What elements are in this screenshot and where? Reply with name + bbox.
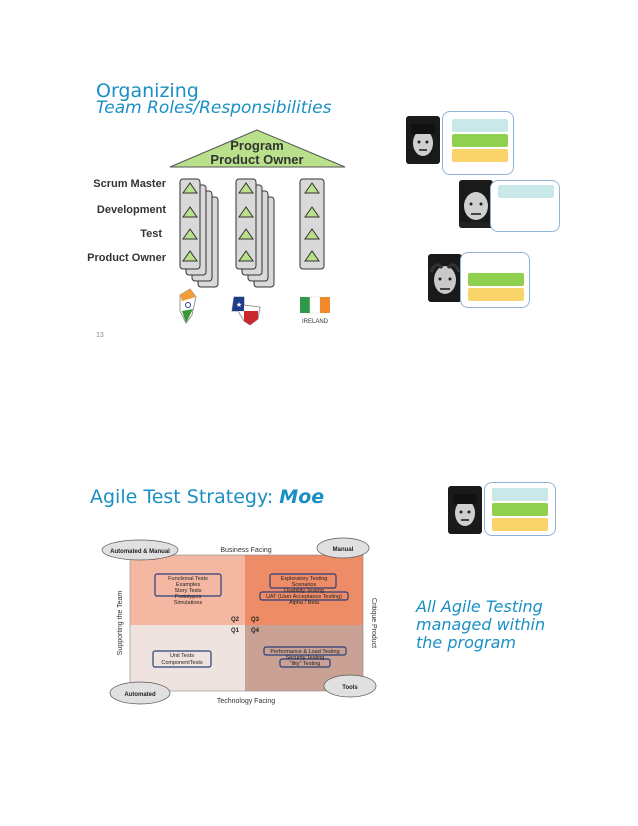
q1-label: Q1 [231, 628, 240, 634]
bar-test [468, 288, 524, 301]
quadrant-q3 [245, 555, 363, 625]
texas-map-icon: ★ [231, 296, 261, 325]
cloud-tr-label: Manual [333, 547, 354, 553]
slide2-note: All Agile Testing managed within the pro… [416, 597, 546, 652]
q3-item: Scenarios [292, 582, 317, 588]
avatar-moe-icon [406, 116, 440, 164]
cloud-top-right: Manual [316, 537, 370, 559]
team-column-ireland [299, 178, 325, 270]
role-test: Test [140, 228, 162, 240]
cloud-br-label: Tools [342, 685, 358, 691]
bar-test [452, 149, 508, 162]
cloud-top-left: Automated & Manual [101, 539, 179, 561]
cloud-bl-label: Automated [124, 692, 156, 698]
bar-development [452, 134, 508, 147]
agile-testing-quadrants: Business Facing Technology Facing Suppor… [101, 537, 377, 705]
role-product-owner: Product Owner [87, 252, 166, 264]
bar-scrum-master [452, 119, 508, 132]
q3-item: Alpha / Beta [289, 600, 320, 606]
program-roof [169, 129, 346, 168]
role-scrum-master: Scrum Master [93, 178, 166, 190]
avatar-curly-icon [459, 180, 493, 228]
avatar-moe-icon [448, 486, 482, 534]
bar-test [492, 518, 548, 531]
curly-responsibility-card [490, 180, 560, 232]
slide1-subtitle: Team Roles/Responsibilities [96, 98, 332, 118]
page-number: 13 [96, 332, 104, 339]
q2-item: Story Tests [174, 588, 201, 594]
title-emph: Moe [279, 486, 325, 508]
left-label: Supporting the Team [117, 591, 124, 656]
quadrant-q1 [130, 625, 245, 691]
quadrant-q2 [130, 555, 245, 625]
larry-responsibility-card [460, 252, 530, 308]
moe-responsibility-card-2 [484, 482, 556, 536]
q4-item: Security Testing [286, 655, 325, 661]
q2-item: Functional Tests [168, 576, 208, 582]
roof-line1: Program [230, 138, 283, 153]
bar-scrum-master [498, 185, 554, 198]
ireland-label: IRELAND [302, 319, 329, 325]
cloud-bottom-left: Automated [109, 681, 171, 705]
title-prefix: Agile Test Strategy: [90, 486, 280, 508]
right-label: Critique Product [370, 598, 377, 648]
q4-item: "ility" Testing [290, 661, 321, 667]
q3-item: UAT (User Acceptance Testing) [266, 594, 342, 600]
avatar-larry-icon [428, 254, 462, 302]
q3-item: Exploratory Testing [281, 576, 328, 582]
q3-item: Usability Testing [284, 588, 324, 594]
q1-item: Unit Tests [170, 653, 194, 659]
q4-item: Performance & Load Testing [270, 649, 339, 655]
q1-item: ComponentTests [161, 660, 203, 666]
team-column-texas [235, 178, 275, 288]
q2-label: Q2 [231, 617, 240, 623]
bar-scrum-master [492, 488, 548, 501]
bar-development [468, 273, 524, 286]
top-label: Business Facing [220, 547, 271, 554]
team-structure-diagram: Program Product Owner [169, 129, 346, 325]
q4-label: Q4 [251, 628, 260, 634]
q2-item: Prototypes [175, 594, 202, 600]
bottom-label: Technology Facing [217, 698, 275, 705]
slide1-title: Organizing [96, 80, 199, 102]
india-map-icon [179, 288, 197, 324]
q2-item: Examples [176, 582, 200, 588]
svg-text:★: ★ [236, 301, 242, 309]
roof-line2: Product Owner [210, 152, 303, 167]
moe-responsibility-card [442, 111, 514, 175]
ireland-flag-icon: IRELAND [300, 296, 330, 325]
team-column-india [179, 178, 219, 288]
cloud-bottom-right: Tools [323, 674, 377, 698]
cloud-tl-label: Automated & Manual [110, 549, 170, 555]
bar-development [492, 503, 548, 516]
q3-label: Q3 [251, 617, 260, 623]
role-development: Development [96, 204, 166, 216]
q2-item: Simulations [174, 600, 203, 606]
slide2-title: Agile Test Strategy: Moe [90, 486, 324, 508]
